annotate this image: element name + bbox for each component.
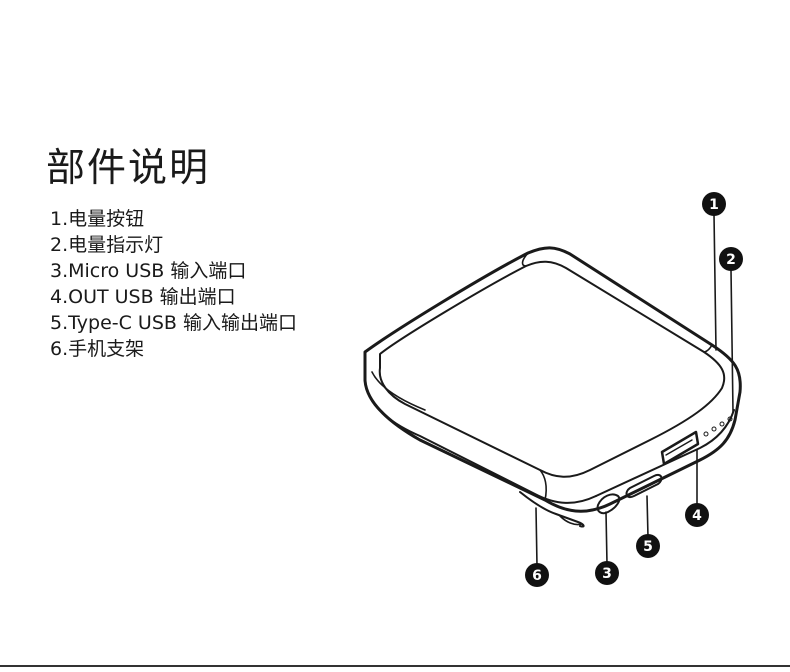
callout-6: 6 [525,563,549,587]
part-phone-stand: 6.手机支架 [50,338,145,360]
power-bank-front-edge [366,389,597,504]
svg-text:5: 5 [643,539,653,555]
usb-output-port [660,430,700,466]
indicator-led-2 [711,426,717,432]
svg-text:3: 3 [602,566,612,582]
svg-text:1: 1 [709,197,719,213]
svg-text:6: 6 [532,568,542,584]
parts-list: 1.电量按钮 2.电量指示灯 3.Micro USB 输入端口 4.OUT US… [50,206,297,362]
part-micro-usb-input: 3.Micro USB 输入端口 [50,260,247,282]
callout-1: 1 [702,192,726,216]
indicator-led-1 [703,431,709,437]
indicator-led-4 [727,416,733,422]
part-battery-indicator: 2.电量指示灯 [50,234,164,256]
phone-stand [519,491,585,528]
svg-text:2: 2 [726,252,736,268]
type-c-port [625,474,663,498]
page-divider [0,665,790,667]
callout-2: 2 [719,247,743,271]
part-power-button: 1.电量按钮 [50,208,145,230]
callout-4: 4 [685,503,709,527]
part-usb-output: 4.OUT USB 输出端口 [50,286,236,308]
part-type-c-port: 5.Type-C USB 输入输出端口 [50,312,297,334]
callout-5: 5 [636,534,660,558]
micro-usb-port [596,493,621,515]
indicator-led-3 [719,421,725,427]
power-bank-body-outline [363,246,742,513]
callout-3: 3 [595,561,619,585]
page-title: 部件说明 [46,146,211,191]
svg-text:4: 4 [692,508,702,524]
